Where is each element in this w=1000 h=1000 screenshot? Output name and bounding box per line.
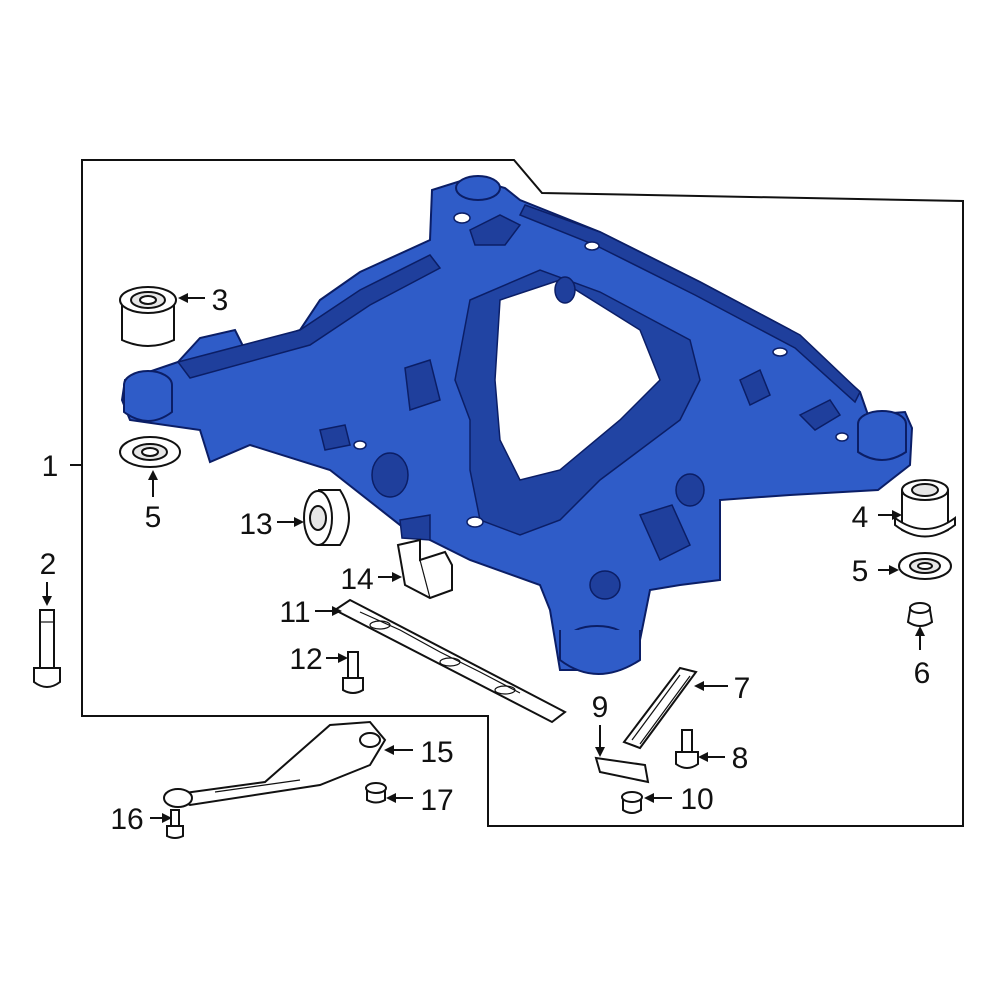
callout-13: 13 — [239, 508, 272, 541]
part-2-bolt — [33, 609, 61, 688]
callout-15: 15 — [420, 736, 453, 769]
part-5-washer-left — [119, 436, 181, 468]
callout-11: 11 — [279, 596, 310, 629]
assembly-boundary — [81, 159, 964, 827]
part-3-bushing — [119, 286, 177, 347]
part-8-bolt — [675, 729, 699, 769]
part-16-bolt — [166, 809, 184, 839]
part-13-bushing — [303, 489, 350, 546]
callout-7: 7 — [734, 672, 751, 705]
mount-tower-right — [857, 410, 907, 461]
callout-1: 1 — [42, 450, 59, 483]
part-15-arm — [163, 720, 387, 808]
mount-tower-front-bottom — [559, 570, 641, 675]
part-6-nut — [906, 602, 934, 627]
callouts: 1 2 3 4 5 5 6 7 8 9 10 11 12 13 14 15 16… — [40, 284, 931, 836]
part-9-clip — [594, 756, 650, 784]
callout-6: 6 — [914, 657, 931, 690]
part-11-brace — [333, 598, 567, 724]
callout-3: 3 — [212, 284, 229, 317]
part-12-bolt — [342, 651, 364, 694]
part-14-bracket — [396, 538, 453, 600]
callout-10: 10 — [680, 783, 713, 816]
part-5-washer-right — [898, 552, 952, 580]
part-7-strut — [622, 666, 698, 750]
callout-14: 14 — [340, 563, 373, 596]
part-4-bushing — [894, 479, 956, 538]
mount-tower-rear-left — [123, 370, 173, 422]
part-17-nut — [365, 782, 387, 804]
leader-lines — [42, 293, 925, 823]
callout-9: 9 — [592, 691, 609, 724]
callout-12: 12 — [289, 643, 322, 676]
callout-5-left: 5 — [145, 501, 162, 534]
callout-2: 2 — [40, 548, 57, 581]
callout-8: 8 — [732, 742, 749, 775]
callout-5-right: 5 — [852, 555, 869, 588]
part-10-nut — [621, 791, 643, 814]
mount-tower-front-top — [455, 175, 501, 201]
callout-4: 4 — [852, 501, 869, 534]
callout-17: 17 — [420, 784, 453, 817]
subframe-crossmember — [120, 175, 914, 675]
callout-16: 16 — [110, 803, 143, 836]
